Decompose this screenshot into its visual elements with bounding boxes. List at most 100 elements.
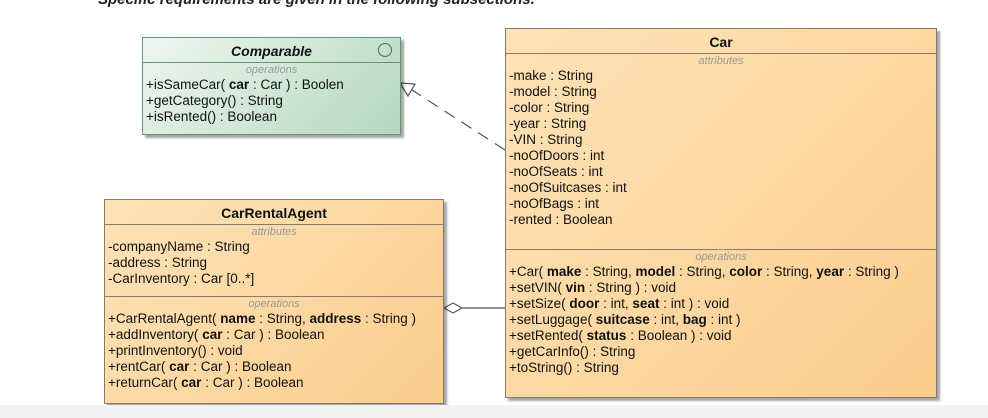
member-text: -companyName : String: [108, 239, 250, 254]
member-row: +setRented( status : Boolean ) : void: [509, 328, 933, 344]
param-name: car: [169, 359, 190, 374]
operations-list: +CarRentalAgent( name : String, address …: [108, 311, 440, 391]
member-text: : Car ) : Boolean: [222, 327, 325, 342]
agent-attributes: attributes -companyName : String-address…: [105, 224, 443, 296]
comparable-name: Comparable: [231, 43, 312, 59]
operations-label: operations: [248, 298, 300, 310]
operations-list: +Car( make : String, model : String, col…: [509, 264, 933, 376]
member-text: : String,: [581, 264, 636, 279]
member-row: -color : String: [509, 100, 933, 116]
member-row: +returnCar( car : Car ) : Boolean: [108, 375, 440, 391]
member-text: : String,: [762, 264, 817, 279]
param-name: door: [569, 296, 600, 311]
member-text: +Car(: [509, 264, 547, 279]
member-text: +setVIN(: [509, 280, 566, 295]
attributes-list: -make : String-model : String-color : St…: [509, 68, 933, 228]
member-row: -make : String: [509, 68, 933, 84]
member-row: -noOfDoors : int: [509, 148, 933, 164]
param-name: status: [586, 328, 627, 343]
member-text: : int,: [599, 296, 633, 311]
member-text: : Boolean ) : void: [626, 328, 732, 343]
member-text: : String ): [844, 264, 899, 279]
member-text: -model : String: [509, 84, 597, 99]
member-row: +setVIN( vin : String ) : void: [509, 280, 933, 296]
car-attributes: attributes -make : String-model : String…: [506, 53, 936, 252]
agent-name: CarRentalAgent: [221, 205, 327, 221]
param-name: model: [635, 264, 676, 279]
member-row: +addInventory( car : Car ) : Boolean: [108, 327, 440, 343]
bottom-strip: [0, 405, 988, 418]
car-name: Car: [709, 34, 733, 50]
param-name: bag: [682, 312, 707, 327]
member-row: -rented : Boolean: [509, 212, 933, 228]
operations-label: operations: [695, 251, 747, 263]
member-row: -address : String: [108, 255, 440, 271]
member-text: : String,: [675, 264, 730, 279]
member-text: +setSize(: [509, 296, 570, 311]
member-row: -model : String: [509, 84, 933, 100]
comparable-interface[interactable]: Comparable operations +isSameCar( car : …: [142, 37, 401, 135]
param-name: seat: [632, 296, 660, 311]
member-row: -CarInventory : Car [0..*]: [108, 271, 440, 287]
member-text: +getCategory() : String: [146, 93, 283, 108]
member-row: +printInventory() : void: [108, 343, 440, 359]
car-class[interactable]: Car attributes -make : String-model : St…: [505, 28, 937, 398]
member-text: : int,: [649, 312, 683, 327]
param-name: vin: [565, 280, 586, 295]
member-text: -noOfDoors : int: [509, 148, 605, 163]
member-text: -VIN : String: [509, 132, 583, 147]
member-row: +setLuggage( suitcase : int, bag : int ): [509, 312, 933, 328]
member-text: +CarRentalAgent(: [108, 311, 221, 326]
member-text: : int ): [706, 312, 741, 327]
car-rental-agent-class[interactable]: CarRentalAgent attributes -companyName :…: [104, 199, 444, 404]
realization-line: [411, 89, 506, 151]
param-name: color: [729, 264, 763, 279]
param-name: suitcase: [595, 312, 650, 327]
member-text: +returnCar(: [108, 375, 182, 390]
member-text: : Car ) : Boolen: [249, 77, 344, 92]
member-text: +rentCar(: [108, 359, 170, 374]
car-operations: operations +Car( make : String, model : …: [506, 249, 936, 379]
member-text: +printInventory() : void: [108, 343, 243, 358]
member-text: -CarInventory : Car [0..*]: [108, 271, 255, 286]
param-name: name: [220, 311, 256, 326]
more-attributes: ...: [717, 242, 725, 252]
member-row: -year : String: [509, 116, 933, 132]
attributes-label: attributes: [698, 55, 744, 67]
member-text: -color : String: [509, 100, 590, 115]
member-text: -year : String: [509, 116, 587, 131]
member-row: +getCarInfo() : String: [509, 344, 933, 360]
member-text: -noOfBags : int: [509, 196, 600, 211]
member-text: +toString() : String: [509, 360, 619, 375]
member-text: +isRented() : Boolean: [146, 109, 277, 124]
member-text: +getCarInfo() : String: [509, 344, 636, 359]
member-text: +isSameCar(: [146, 77, 229, 92]
member-text: -rented : Boolean: [509, 212, 613, 227]
member-row: +toString() : String: [509, 360, 933, 376]
realization-arrowhead-icon: [398, 82, 417, 98]
member-text: +setRented(: [509, 328, 587, 343]
member-text: : String ): [361, 311, 417, 326]
member-text: : String ) : void: [585, 280, 676, 295]
param-name: address: [309, 311, 362, 326]
member-text: : Car ) : Boolean: [201, 375, 304, 390]
attributes-list: -companyName : String-address : String-C…: [108, 239, 440, 287]
agent-operations: operations +CarRentalAgent( name : Strin…: [105, 296, 443, 394]
member-row: +setSize( door : int, seat : int ) : voi…: [509, 296, 933, 312]
member-row: +isSameCar( car : Car ) : Boolen: [146, 77, 397, 93]
aggregation-diamond-icon: [442, 302, 464, 314]
member-text: : String,: [255, 311, 310, 326]
member-text: -noOfSeats : int: [509, 164, 603, 179]
param-name: car: [228, 77, 250, 92]
member-text: : Car ) : Boolean: [189, 359, 292, 374]
operations-label: operations: [245, 64, 298, 76]
member-text: : int ) : void: [659, 296, 730, 311]
operations-list: +isSameCar( car : Car ) : Boolen+getCate…: [146, 77, 397, 125]
param-name: car: [181, 375, 202, 390]
member-text: +addInventory(: [108, 327, 203, 342]
member-row: -VIN : String: [509, 132, 933, 148]
comparable-operations: operations +isSameCar( car : Car ) : Boo…: [143, 62, 400, 128]
member-text: -address : String: [108, 255, 208, 270]
member-row: +getCategory() : String: [146, 93, 397, 109]
